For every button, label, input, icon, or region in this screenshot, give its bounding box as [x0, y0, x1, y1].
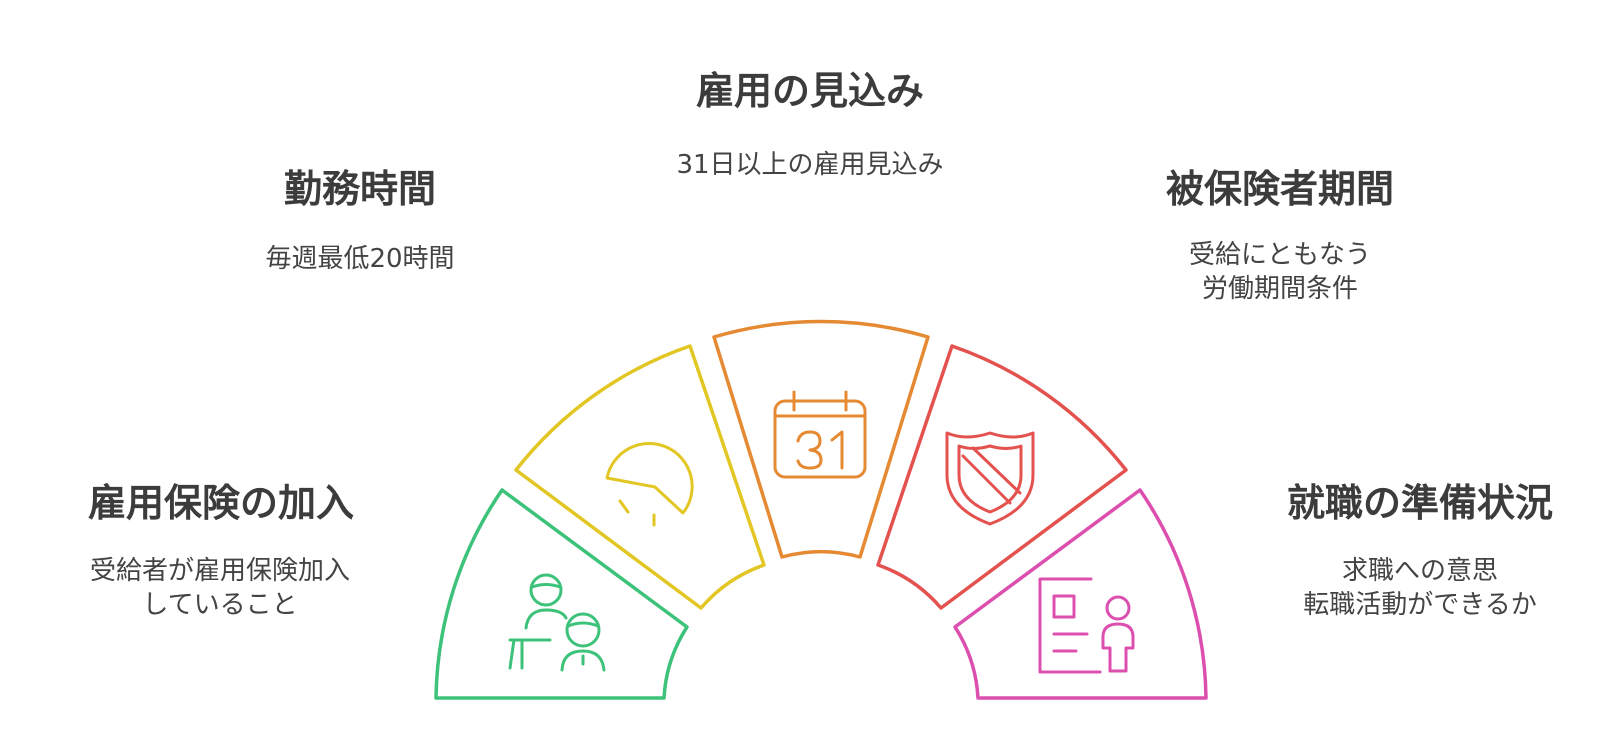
desc-work-hours-line-1: 毎週最低20時間: [265, 244, 455, 274]
resume-person-icon: [1038, 577, 1135, 674]
desc-enrollment: 受給者が雇用保険加入 していること: [50, 554, 390, 622]
desc-job-readiness-line-2: 転職活動ができるか: [1303, 590, 1537, 620]
desc-insured-period-line-2: 労働期間条件: [1201, 274, 1358, 304]
desc-insured-period-line-1: 受給にともなう: [1188, 240, 1371, 270]
people-at-desk-icon: [508, 573, 606, 672]
shield-icon: [945, 431, 1035, 526]
segment-job-readiness-shape: [953, 488, 1208, 700]
calendar-31-icon: [773, 390, 867, 479]
segment-work-hours-shape: [514, 344, 766, 610]
segment-employment-outlook: [712, 319, 930, 559]
title-insured-period: 被保険者期間: [1165, 167, 1394, 211]
desc-job-readiness-line-1: 求職への意思: [1341, 556, 1498, 586]
title-job-readiness: 就職の準備状況: [1286, 481, 1553, 525]
desc-insured-period: 受給にともなう 労働期間条件: [1140, 238, 1420, 306]
title-enrollment: 雇用保険の加入: [87, 481, 354, 525]
title-employment-outlook: 雇用の見込み: [695, 69, 924, 113]
desc-job-readiness: 求職への意思 転職活動ができるか: [1270, 554, 1570, 622]
segment-work-hours: [514, 344, 766, 610]
desc-employment-outlook: 31日以上の雇用見込み: [640, 148, 980, 182]
segment-enrollment: [434, 488, 689, 700]
segment-job-readiness: [953, 488, 1208, 700]
desc-employment-outlook-line-1: 31日以上の雇用見込み: [676, 150, 944, 180]
title-work-hours: 勤務時間: [283, 167, 436, 211]
desc-work-hours: 毎週最低20時間: [230, 242, 490, 276]
desc-enrollment-line-1: 受給者が雇用保険加入: [89, 556, 350, 586]
segment-insured-period: [876, 344, 1128, 610]
desc-enrollment-line-2: していること: [142, 590, 298, 620]
clock-pie-icon: [605, 441, 694, 527]
